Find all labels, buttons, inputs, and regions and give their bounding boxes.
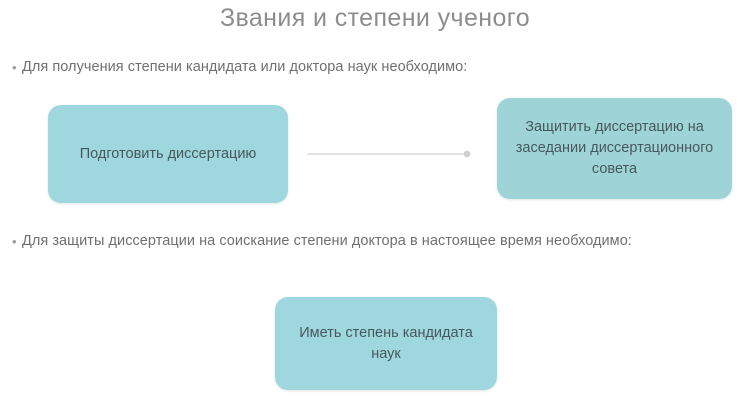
node-defend-dissertation[interactable]: Защитить диссертацию на заседании диссер… bbox=[497, 98, 732, 199]
arrow-connector-icon bbox=[307, 150, 471, 158]
node-prepare-label: Подготовить диссертацию bbox=[79, 145, 257, 162]
bullet-item-2: • Для защиты диссертации на соискание ст… bbox=[12, 231, 712, 252]
bullet-marker-icon: • bbox=[12, 234, 17, 249]
node-defend-label: Защитить диссертацию на заседании диссер… bbox=[515, 119, 714, 177]
node-candidate-label: Иметь степень кандидата наук bbox=[299, 324, 473, 362]
bullet-marker-icon: • bbox=[12, 60, 17, 75]
bullet-text-2: Для защиты диссертации на соискание степ… bbox=[22, 233, 632, 249]
bullet-item-1: • Для получения степени кандидата или до… bbox=[12, 57, 632, 78]
bullet-text-1: Для получения степени кандидата или докт… bbox=[22, 59, 468, 75]
node-prepare-dissertation[interactable]: Подготовить диссертацию bbox=[48, 105, 288, 203]
node-candidate-degree[interactable]: Иметь степень кандидата наук bbox=[275, 297, 497, 390]
page-title: Звания и степени ученого bbox=[219, 4, 531, 32]
